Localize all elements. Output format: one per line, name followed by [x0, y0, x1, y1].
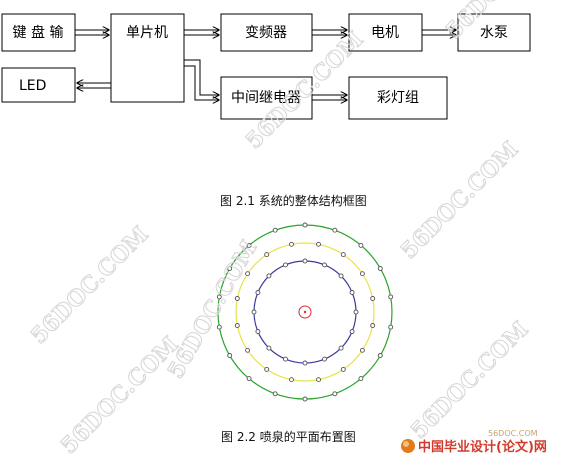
nozzle-outer: [246, 242, 252, 248]
nozzle-outer: [302, 396, 308, 402]
nozzle-middle: [359, 347, 365, 353]
nozzle-inner: [266, 273, 272, 279]
nozzle-inner: [338, 345, 344, 351]
block-pump-label: 水泵: [480, 25, 508, 41]
nozzle-middle: [234, 323, 240, 328]
nozzle-outer: [358, 376, 364, 382]
center-nozzle: [303, 310, 307, 314]
nozzle-inner: [322, 262, 327, 268]
nozzle-middle: [289, 377, 294, 383]
nozzle-middle: [234, 296, 240, 301]
figure-caption-fountain-layout: 图 2.2 喷泉的平面布置图: [221, 430, 356, 444]
nozzle-middle: [340, 366, 346, 372]
brand-url: 56DOC.COM: [488, 429, 538, 438]
block-keypad: 键 盘 输: [1, 13, 76, 52]
nozzle-outer: [377, 266, 383, 271]
block-lights-label: 彩灯组: [377, 90, 419, 106]
block-mcu-label: 单片机: [126, 25, 168, 41]
nozzle-inner: [255, 329, 261, 334]
nozzle-inner: [338, 273, 344, 279]
nozzle-middle: [245, 347, 251, 353]
nozzle-inner: [353, 309, 359, 315]
nozzle-inner: [266, 345, 272, 351]
nozzle-outer: [332, 227, 338, 233]
block-inverter: 变频器: [220, 13, 313, 52]
nozzle-middle: [289, 241, 294, 247]
block-pump: 水泵: [457, 13, 531, 52]
block-relay: 中间继电器: [220, 76, 313, 120]
nozzle-inner: [302, 258, 308, 264]
nozzle-middle: [359, 271, 365, 277]
nozzle-outer: [272, 391, 278, 397]
arrow-keypad-to-mcu: [75, 30, 109, 35]
block-lights: 彩灯组: [348, 76, 448, 120]
block-relay-label: 中间继电器: [231, 90, 301, 106]
arrow-relay-to-lights: [312, 95, 347, 100]
block-led-label: LED: [19, 78, 46, 94]
nozzle-inner: [322, 356, 327, 362]
nozzle-inner: [255, 290, 261, 295]
watermark: 56DOC.COM: [56, 331, 184, 459]
nozzle-middle: [340, 252, 346, 258]
watermark: 56DOC.COM: [406, 316, 534, 444]
arrow-mcu-to-inverter: [184, 30, 219, 35]
nozzle-outer: [216, 324, 222, 330]
block-led: LED: [1, 67, 76, 103]
nozzle-outer: [246, 376, 252, 382]
nozzle-outer: [272, 227, 278, 233]
brand-name: 中国毕业设计(论文)网: [418, 439, 547, 455]
nozzle-middle: [316, 241, 321, 247]
fountain-layout: [216, 222, 394, 402]
brand-logo: 56DOC.COM 中国毕业设计(论文)网: [401, 429, 547, 455]
block-keypad-label: 键 盘 输: [13, 24, 64, 41]
nozzle-outer: [302, 222, 308, 228]
figure-caption-block-diagram: 图 2.1 系统的整体结构框图: [220, 194, 367, 208]
block-motor: 电机: [348, 13, 423, 52]
block-motor-label: 电机: [371, 25, 399, 41]
nozzle-inner: [349, 329, 355, 334]
nozzle-middle: [264, 366, 270, 372]
watermark: 56DOC.COM: [396, 136, 524, 264]
nozzle-inner: [283, 262, 288, 268]
nozzle-outer: [332, 391, 338, 397]
nozzle-outer: [227, 266, 233, 271]
arrow-inverter-to-motor: [312, 30, 347, 35]
nozzle-inner: [302, 360, 308, 366]
watermark: 56DOC.COM: [26, 221, 154, 349]
block-mcu: 单片机: [110, 13, 185, 103]
nozzle-outer: [216, 294, 222, 300]
nozzle-outer: [388, 294, 394, 300]
nozzle-inner: [349, 290, 355, 295]
nozzle-middle: [245, 271, 251, 277]
center-nozzle-ring: [298, 305, 312, 319]
ring-middle: [235, 242, 375, 382]
nozzle-middle: [316, 377, 321, 383]
nozzle-middle: [370, 296, 376, 301]
nozzle-outer: [388, 324, 394, 330]
nozzle-middle: [264, 252, 270, 258]
nozzle-outer: [227, 353, 233, 358]
arrow-motor-to-pump: [422, 30, 456, 35]
block-inverter-label: 变频器: [245, 25, 287, 41]
nozzle-inner: [283, 356, 288, 362]
nozzle-outer: [377, 353, 383, 358]
arrow-mcu-to-led: [77, 83, 111, 88]
nozzle-middle: [370, 323, 376, 328]
nozzle-inner: [251, 309, 257, 315]
watermark: 56DOC.COM: [163, 236, 263, 383]
nozzle-outer: [358, 242, 364, 248]
arrow-mcu-to-relay: [184, 59, 219, 100]
